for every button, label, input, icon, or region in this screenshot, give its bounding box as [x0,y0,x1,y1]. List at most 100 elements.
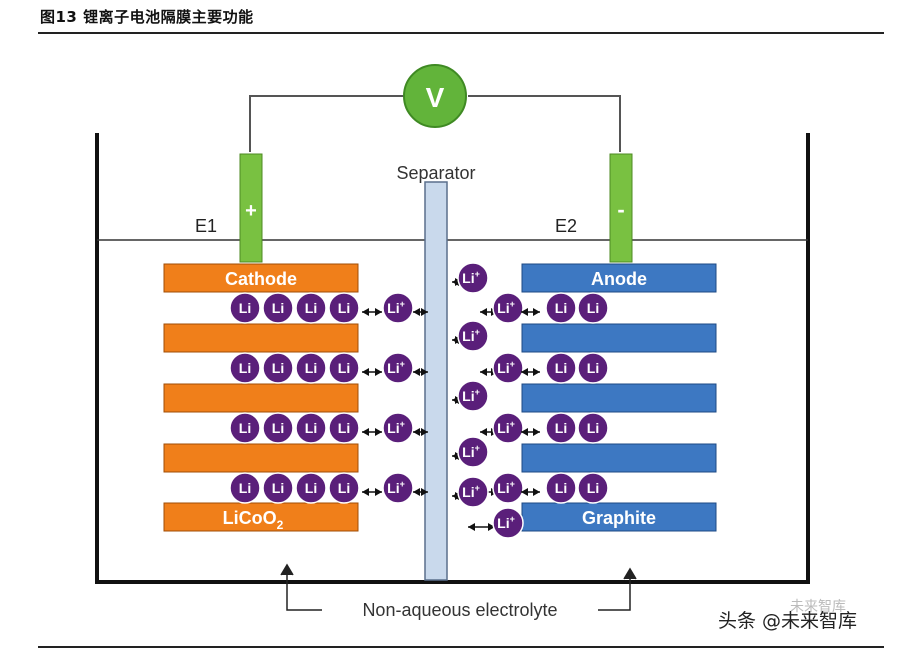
cathode-layer [163,383,359,413]
ion-label: Li [305,360,317,376]
cathode-lithium: Li [229,352,261,384]
ion-label: Li [239,480,251,496]
anode-layer [521,443,717,473]
anode-lithium: Li [545,412,577,444]
positive-terminal [239,153,263,263]
cathode-lithium: Li [328,472,360,504]
lithium-ion-in-electrolyte: Li+ [457,476,489,508]
lithium-ion-anode-side: Li+ [492,352,524,384]
negative-terminal [609,153,633,263]
electrode-label-e1: E1 [195,216,217,236]
cathode-lithium: Li [328,352,360,384]
cathode-layer [163,323,359,353]
cathode-lithium: Li [262,352,294,384]
voltmeter [403,64,467,128]
cathode-layer [163,263,359,293]
ion-arrow-left [362,368,382,376]
ion-label: Li [272,480,284,496]
separator-label: Separator [396,163,475,183]
watermark: 头条 @未来智库 [718,610,858,632]
ion-label: Li [587,420,599,436]
ion-label: Li [555,360,567,376]
ion-arrow-left [362,488,382,496]
cathode-layers [163,263,359,532]
cathode-lithium: Li [229,292,261,324]
ion-label: Li [338,300,350,316]
anode-layer [521,323,717,353]
lithium-ion-in-electrolyte: Li+ [457,320,489,352]
ion-label: Li [555,300,567,316]
container [95,133,810,584]
ion-arrow-left-separator [413,428,428,436]
cathode-layer [163,502,359,532]
ion-label: Li [587,300,599,316]
ion-arrow-left-separator [413,308,428,316]
lithium-ion-in-electrolyte: Li+ [457,436,489,468]
cathode-lithium: Li [262,292,294,324]
lithium-ion-cathode-side: Li+ [382,352,414,384]
cathode-lithium: Li [295,292,327,324]
wire-right [468,95,621,152]
cathode-lithium: Li [229,472,261,504]
ion-arrow-graphite [468,523,495,531]
cathode-lithium: Li [328,292,360,324]
ion-label: Li [587,480,599,496]
separator [424,181,448,581]
anode-material-label: Graphite [582,508,656,528]
ion-label: Li [338,480,350,496]
ion-arrow-left-separator [413,488,428,496]
ion-label: Li [338,360,350,376]
ion-arrow-right-electrode [521,488,540,496]
anode-lithium: Li [545,352,577,384]
anode-layer [521,383,717,413]
ion-arrow-left-separator [413,368,428,376]
cathode-lithium: Li [295,472,327,504]
anode-lithium: Li [545,292,577,324]
anode-layer [521,263,717,293]
ion-arrow-right-electrode [521,308,540,316]
top-rule [38,32,884,34]
ion-label: Li [239,300,251,316]
cathode-lithium: Li [262,412,294,444]
ion-label: Li [239,420,251,436]
lithium-ion-cathode-side: Li+ [382,412,414,444]
watermark-faded: 未来智库 [790,599,846,615]
lithium-ion-in-electrolyte: Li+ [457,380,489,412]
figure-title: 图13 锂离子电池隔膜主要功能 [40,8,254,26]
positive-sign: + [245,200,257,222]
anode-lithium: Li [577,292,609,324]
electrolyte-pointer [280,563,637,611]
ion-label: Li [272,360,284,376]
cathode-label: Cathode [225,269,297,289]
bottom-rule [38,646,884,648]
ion-arrow-right-electrode [521,368,540,376]
ion-label: Li [272,420,284,436]
cathode-lithium: Li [328,412,360,444]
cathode-lithium: Li [262,472,294,504]
electrolyte-label: Non-aqueous electrolyte [362,600,557,620]
ion-label: Li [305,420,317,436]
negative-sign: - [617,197,624,222]
ion-label: Li [239,360,251,376]
voltmeter-label: V [426,82,445,113]
anode-layer [521,502,717,532]
cathode-lithium: Li [229,412,261,444]
lithium-ion-in-electrolyte: Li+ [457,262,489,294]
anode-label: Anode [591,269,647,289]
lithium-ion-cathode-side: Li+ [382,292,414,324]
cathode-lithium: Li [295,412,327,444]
anode-layers [521,263,717,532]
anode-lithium: Li [545,472,577,504]
anode-lithium: Li [577,472,609,504]
lithium-ion-anode-side: Li+ [492,412,524,444]
ion-label: Li [305,480,317,496]
cathode-material-label: LiCoO2 [223,508,284,532]
lithium-ion-anode-side: Li+ [492,472,524,504]
ion-label: Li [555,480,567,496]
cathode-layer [163,443,359,473]
ion-label: Li [272,300,284,316]
lithium-ion-cathode-side: Li+ [382,472,414,504]
ion-label: Li [555,420,567,436]
